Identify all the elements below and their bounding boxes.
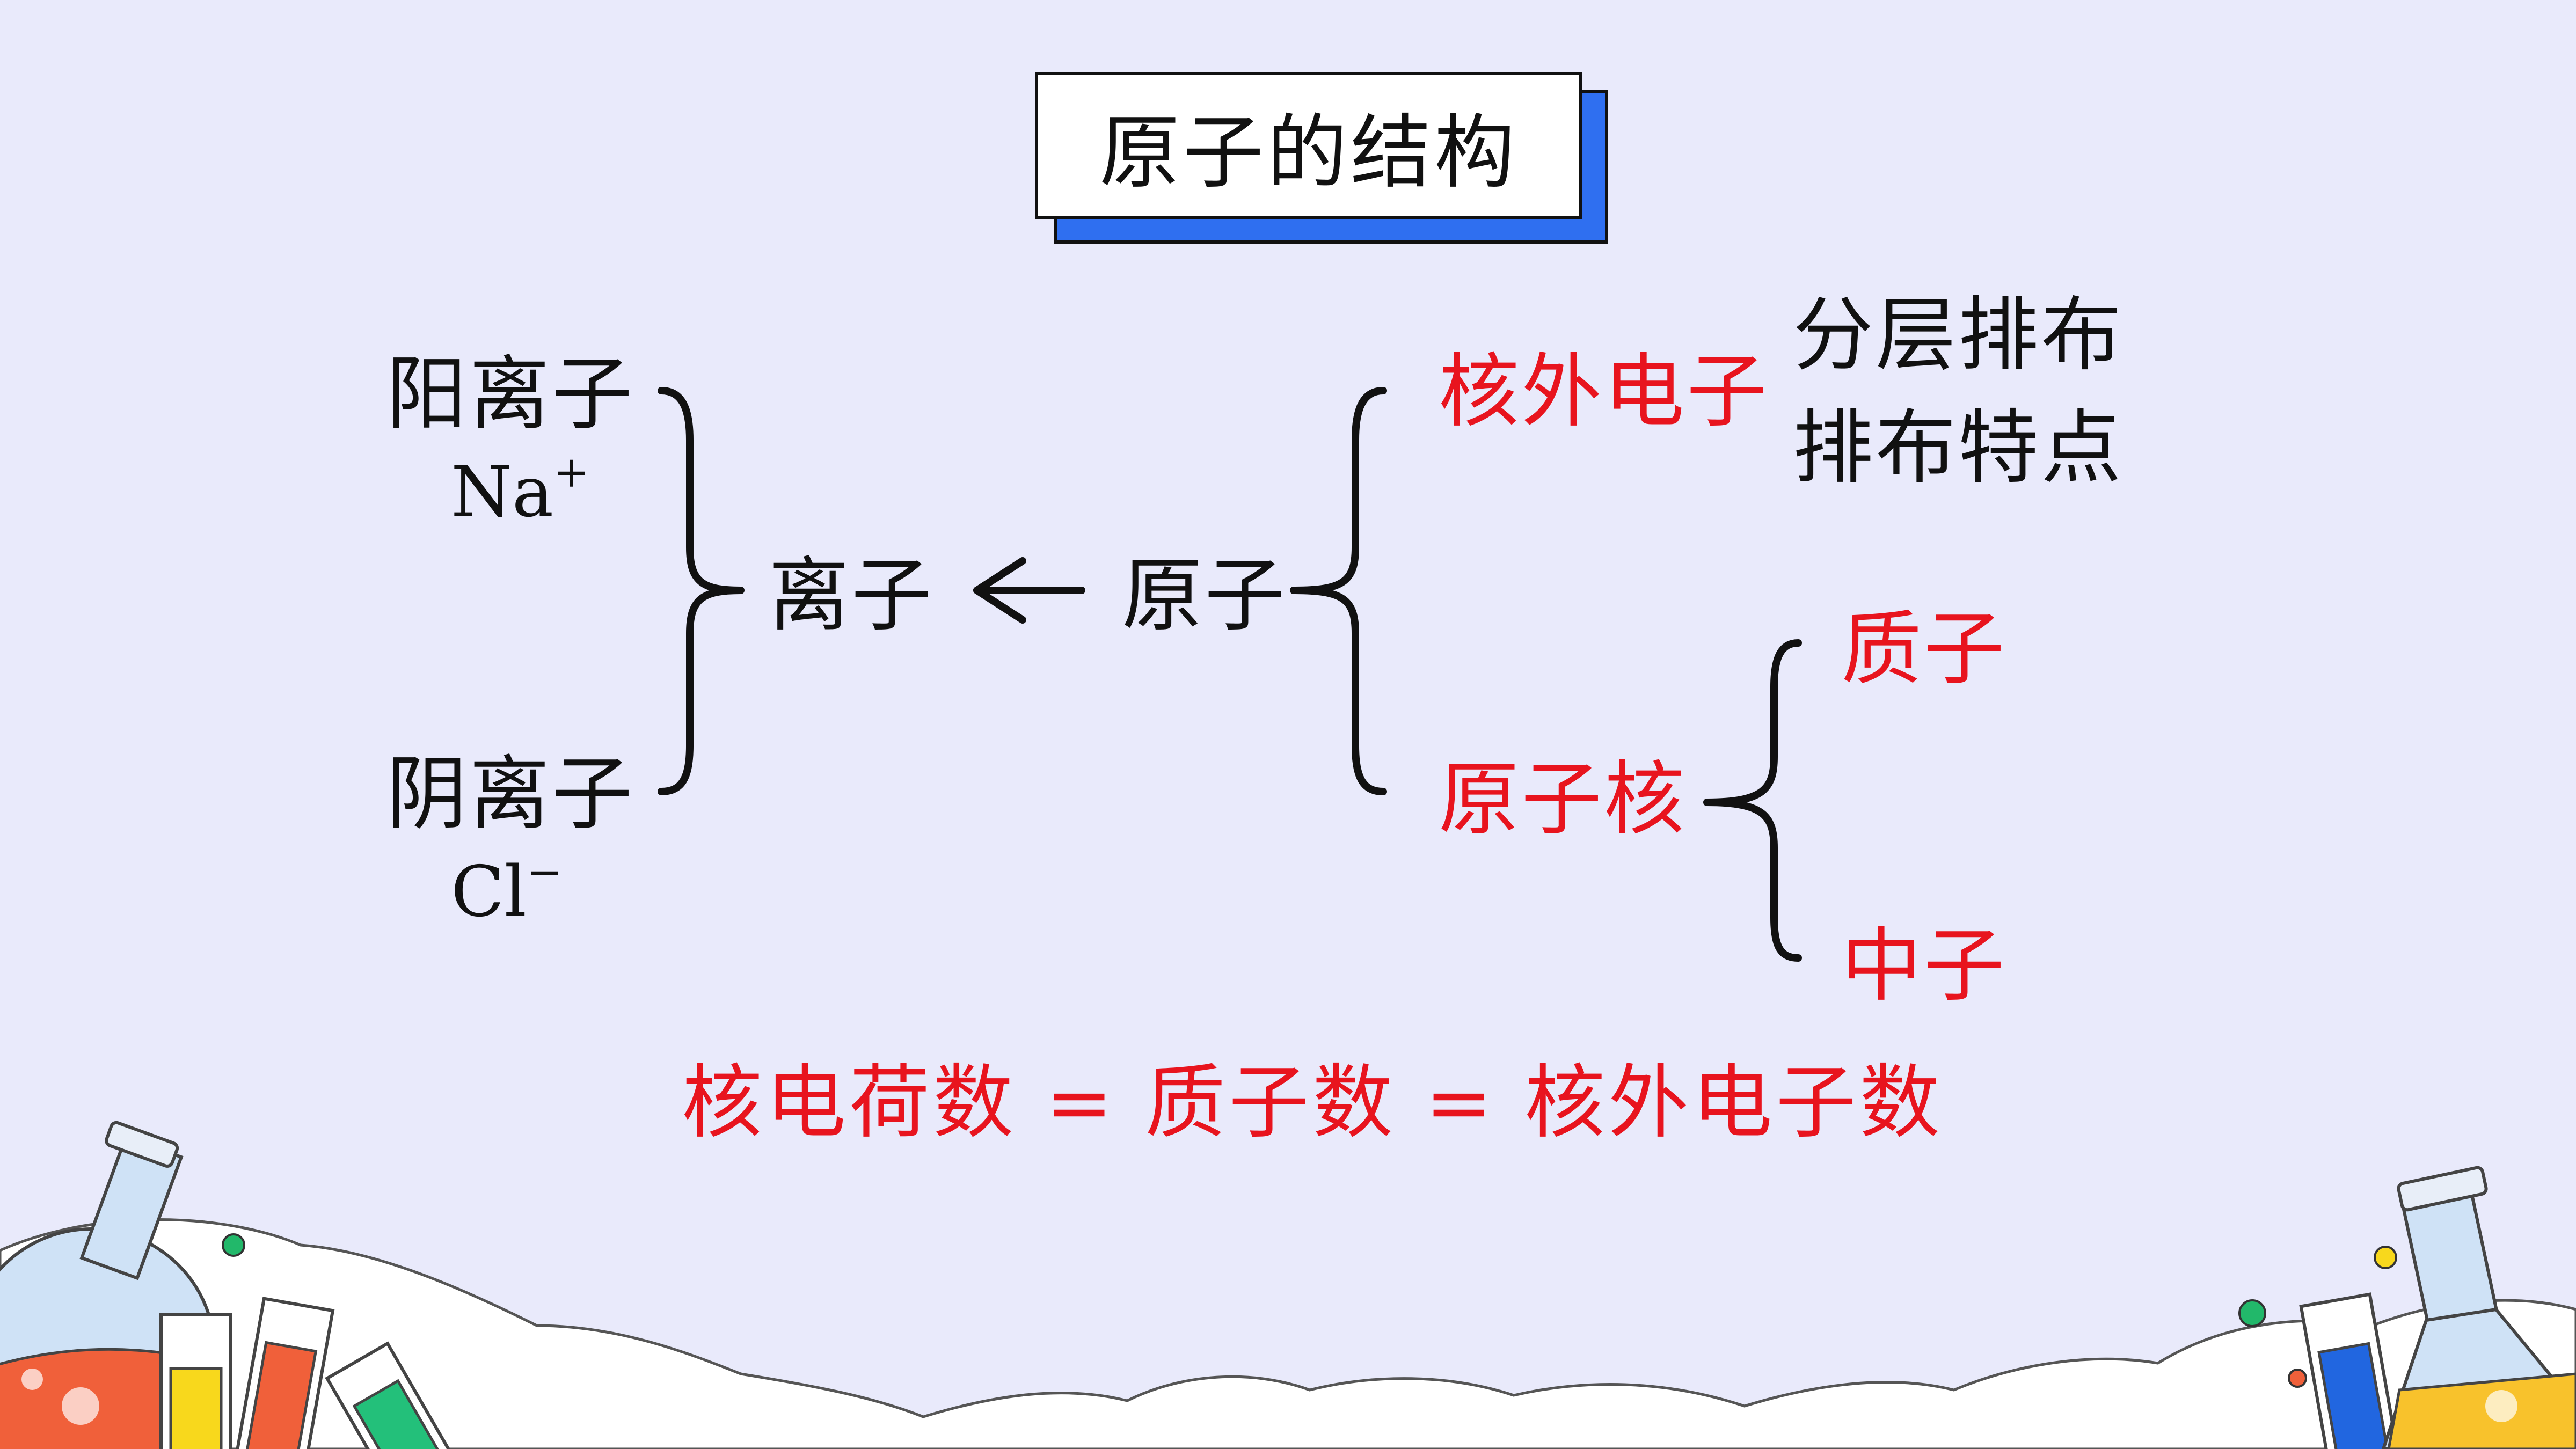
anion-charge: − [527,847,563,897]
test-tube-orange-icon [232,1297,335,1449]
anion-label: 阴离子 [386,748,635,841]
bubble-dot [2288,1368,2307,1388]
cation-label: 阳离子 [386,348,635,441]
bubble-dot [222,1233,245,1257]
anion-formula: Cl− [451,851,563,927]
ion-label: 离子 [769,549,935,642]
conical-flask-right-icon [2381,1166,2576,1449]
charge-equation: 核电荷数 = 质子数 = 核外电子数 [682,1056,1944,1150]
test-tube-green-icon [325,1341,460,1449]
test-tube-yellow-icon [159,1313,232,1449]
nucleus-label: 原子核 [1439,753,1687,846]
cation-charge: + [553,447,590,497]
electrons-note-2: 排布特点 [1793,401,2124,495]
electrons-label: 核外电子 [1439,345,1770,438]
cloud-shape [0,1218,2576,1449]
page-title: 原子的结构 [1099,106,1518,200]
nucleus-bracket [1703,639,1802,962]
cation-symbol: Na [451,451,554,533]
atom-bracket [1290,387,1387,795]
test-tube-blue-icon [2299,1292,2402,1449]
cation-formula: Na+ [451,451,589,527]
anion-symbol: Cl [451,851,527,933]
title-box: 原子的结构 [1035,72,1582,219]
bubble-dot [2238,1299,2266,1327]
arrow-head-icon [973,557,1026,624]
proton-label: 质子 [1841,603,2007,696]
electrons-note-1: 分层排布 [1793,289,2124,382]
atom-label: 原子 [1122,549,1288,642]
bubble-dot [2374,1246,2397,1269]
ion-bracket [658,387,745,795]
neutron-label: 中子 [1841,919,2007,1013]
